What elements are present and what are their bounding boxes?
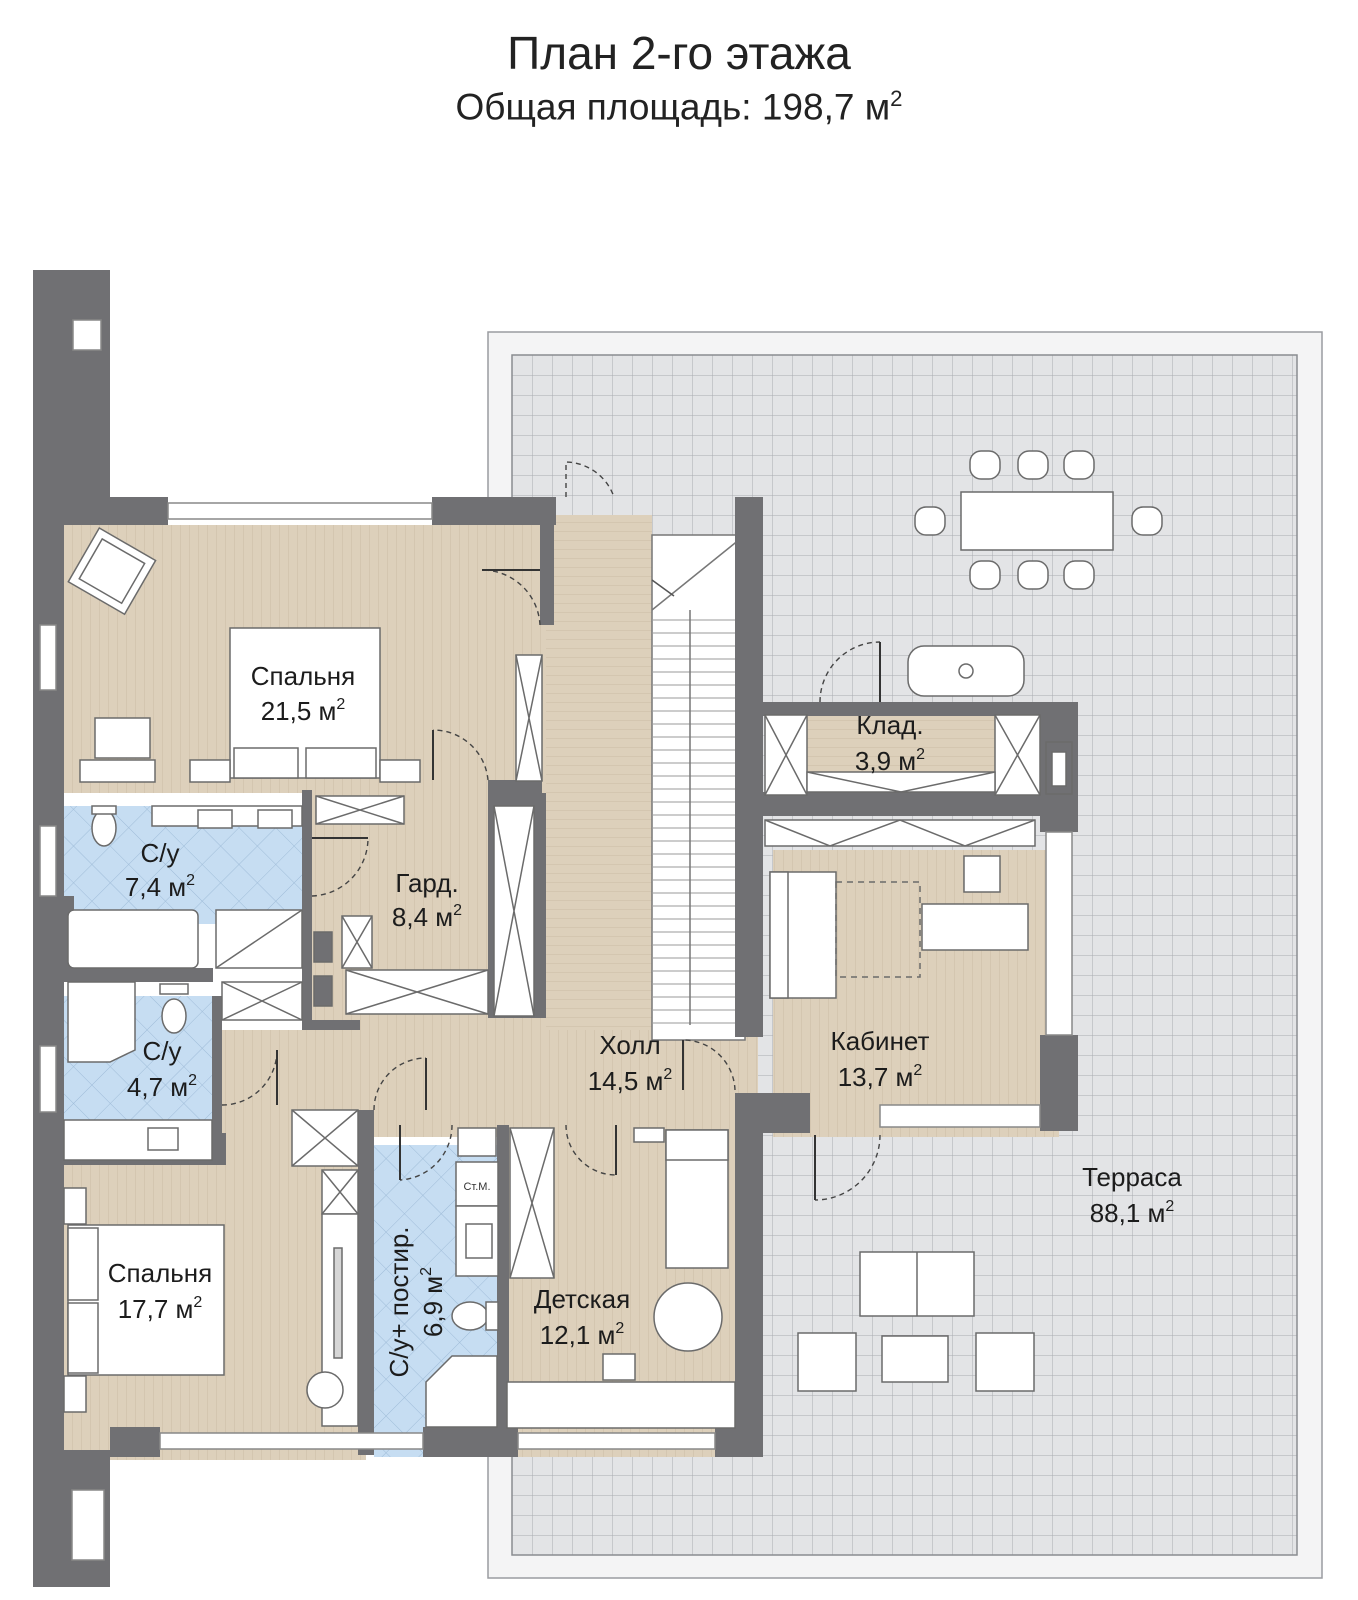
bedroom2-area-value: 17,7 <box>118 1294 169 1324</box>
total-area-unit-power: 2 <box>890 86 903 111</box>
chair-icon <box>94 717 151 759</box>
label-bath2-name: С/у <box>143 1036 182 1066</box>
label-terrace-area: 88,1 м2 <box>1090 1198 1175 1228</box>
bedroom1-area-value: 21,5 <box>261 696 312 726</box>
office-area-unit-power: 2 <box>913 1062 922 1079</box>
terrace-area-unit: м <box>1148 1198 1166 1228</box>
label-storage-area: 3,9 м2 <box>855 746 925 776</box>
armchair-icon <box>67 526 157 616</box>
label-wardrobe-name: Гард. <box>395 868 458 898</box>
label-bath1-area: 7,4 м2 <box>125 872 195 902</box>
lounge-chair-icon <box>797 1332 857 1392</box>
dining-chair-icon <box>1063 450 1095 480</box>
office-area-value: 13,7 <box>838 1062 889 1092</box>
door-leaves <box>276 569 881 1200</box>
dining-chair-icon <box>1017 560 1049 590</box>
room-labels: Спальня 21,5 м2 С/у 7,4 м2 Гард. 8,4 м2 … <box>108 661 1183 1378</box>
coffee-table-icon <box>881 1335 949 1383</box>
toilet-icon <box>91 809 117 847</box>
bedroom2-area-unit: м <box>176 1294 194 1324</box>
label-office-name: Кабинет <box>831 1026 930 1056</box>
total-area-text: Общая площадь: 198,7 м <box>455 86 891 128</box>
hall-area-value: 14,5 <box>588 1066 639 1096</box>
wardrobe-area-unit-power: 2 <box>453 902 462 919</box>
label-bath2-area: 4,7 м2 <box>127 1072 197 1102</box>
bath2-area-unit: м <box>170 1072 188 1102</box>
dining-chair-icon <box>914 506 946 536</box>
laundry-bath-area-value: 6,9 <box>418 1301 448 1337</box>
label-laundry-bath-area: 6,9 м2 <box>418 1267 448 1337</box>
label-bedroom2-area: 17,7 м2 <box>118 1294 203 1324</box>
bathtub-icon <box>67 909 199 969</box>
shower-icon-3 <box>425 1355 498 1428</box>
nursery-area-value: 12,1 <box>540 1320 591 1350</box>
stair-arrow-icon <box>651 579 675 597</box>
dining-chair-icon <box>969 450 1001 480</box>
bath2-area-value: 4,7 <box>127 1072 163 1102</box>
dining-chair-icon <box>969 560 1001 590</box>
corner-shower-icon <box>67 981 136 1063</box>
label-washer: Ст.М. <box>463 1181 490 1193</box>
label-laundry-bath-name: С/у+ постир. <box>384 1226 414 1377</box>
round-rug-icon <box>653 1282 723 1352</box>
nursery-area-unit: м <box>598 1320 616 1350</box>
label-bedroom2-name: Спальня <box>108 1258 212 1288</box>
label-bedroom1-area: 21,5 м2 <box>261 696 346 726</box>
nursery-area-unit-power: 2 <box>615 1320 624 1337</box>
desk-icon <box>79 759 156 783</box>
doors <box>221 461 881 1201</box>
wardrobe-area-unit: м <box>435 902 453 932</box>
label-nursery-name: Детская <box>534 1284 630 1314</box>
bath1-area-unit: м <box>168 872 186 902</box>
label-bath1-name: С/у <box>141 838 180 868</box>
walls <box>33 270 1078 1587</box>
windows <box>39 319 1073 1561</box>
plan-subtitle: Общая площадь: 198,7 м2 <box>0 86 1358 128</box>
bedroom1-area-unit-power: 2 <box>336 696 345 713</box>
nursery-desk-icon <box>506 1381 736 1429</box>
dining-chair-icon <box>1017 450 1049 480</box>
storage-area-value: 3,9 <box>855 746 891 776</box>
toilet-icon-2 <box>161 998 187 1034</box>
wall-chimney <box>33 270 110 525</box>
label-wardrobe-area: 8,4 м2 <box>392 902 462 932</box>
bath2-area-unit-power: 2 <box>188 1072 197 1089</box>
label-nursery-area: 12,1 м2 <box>540 1320 625 1350</box>
laundry-bath-area-unit-power: 2 <box>418 1267 435 1276</box>
storage-area-unit: м <box>898 746 916 776</box>
bedroom2-area-unit-power: 2 <box>193 1294 202 1311</box>
bedroom1-area-unit: м <box>319 696 337 726</box>
laundry-bath-area-unit: м <box>418 1276 448 1294</box>
office-shelf-icon <box>764 819 1036 847</box>
label-bedroom1-name: Спальня <box>251 661 355 691</box>
dining-chair-icon <box>1063 560 1095 590</box>
wardrobe-area-value: 8,4 <box>392 902 428 932</box>
office-chair-icon <box>963 855 1001 893</box>
lounge-chair-icon-2 <box>975 1332 1035 1392</box>
label-terrace-name: Терраса <box>1082 1162 1182 1192</box>
office-desk-icon <box>921 903 1029 951</box>
plan-title: План 2-го этажа <box>507 27 851 79</box>
dining-chair-icon <box>1131 506 1163 536</box>
office-area-unit: м <box>896 1062 914 1092</box>
hall-area-unit-power: 2 <box>663 1066 672 1083</box>
bath1-area-unit-power: 2 <box>186 872 195 889</box>
hall-area-unit: м <box>646 1066 664 1096</box>
terrace-area-value: 88,1 <box>1090 1198 1141 1228</box>
toilet-icon-3 <box>451 1301 489 1331</box>
furniture <box>63 450 1163 1429</box>
label-hall-area: 14,5 м2 <box>588 1066 673 1096</box>
label-storage-name: Клад. <box>856 710 923 740</box>
bath1-area-value: 7,4 <box>125 872 161 902</box>
terrace-area-unit-power: 2 <box>1165 1198 1174 1215</box>
storage-area-unit-power: 2 <box>916 746 925 763</box>
staircase <box>651 534 746 1041</box>
label-office-area: 13,7 м2 <box>838 1062 923 1092</box>
dining-table-icon <box>960 491 1114 551</box>
label-hall-name: Холл <box>599 1030 660 1060</box>
